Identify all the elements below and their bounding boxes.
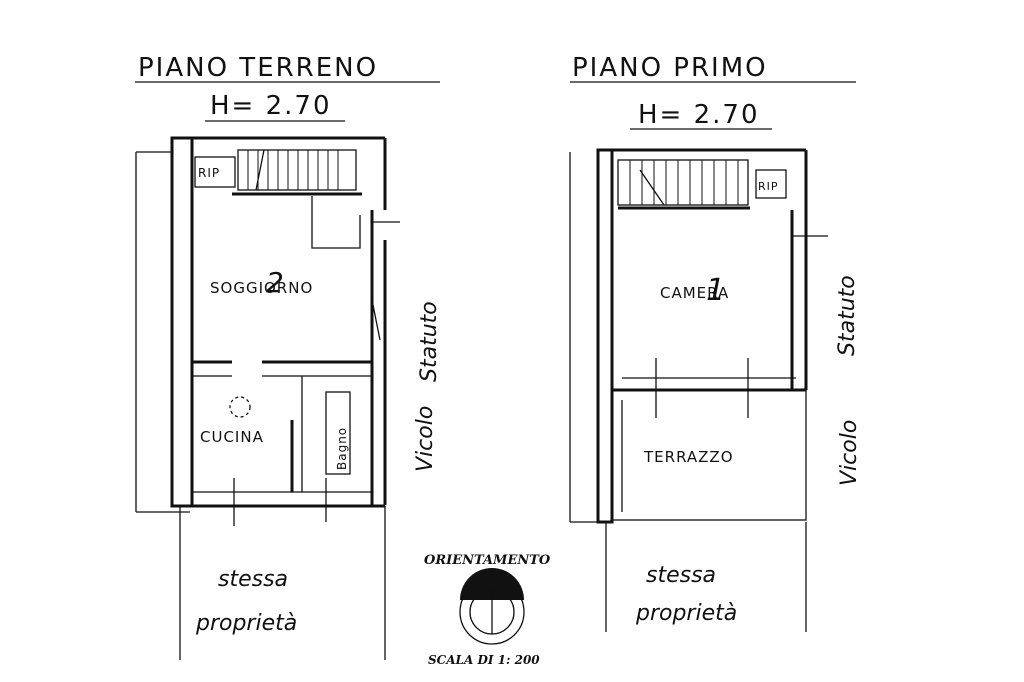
bedroom-label: CAMERA bbox=[660, 284, 729, 302]
bath-label: Bagno bbox=[335, 427, 349, 470]
first-floor-title: PIANO PRIMO bbox=[572, 53, 768, 83]
ground-left-wall bbox=[170, 136, 194, 508]
ground-street-line1: Statuto bbox=[417, 301, 442, 382]
ground-floor-height: H= 2.70 bbox=[210, 91, 332, 121]
terrace-label: TERRAZZO bbox=[643, 448, 734, 466]
ground-below-line1: stessa bbox=[218, 567, 288, 592]
terrace-outline bbox=[611, 389, 807, 521]
north-arrow-icon bbox=[460, 568, 524, 600]
orientation-label: ORIENTAMENTO bbox=[424, 553, 551, 568]
orientation-block: ORIENTAMENTO SCALA DI 1: 200 bbox=[424, 553, 551, 667]
ground-entry-recess bbox=[311, 196, 361, 249]
ground-below-line2: proprietà bbox=[195, 611, 297, 636]
ground-floor-plan: PIANO TERRENO H= 2.70 RIP bbox=[135, 53, 442, 660]
first-floor-plan: PIANO PRIMO H= 2.70 RIP bbox=[569, 53, 862, 632]
first-below-line2: proprietà bbox=[635, 601, 737, 626]
ground-floor-title: PIANO TERRENO bbox=[138, 53, 378, 83]
first-rip-label: RIP bbox=[758, 180, 779, 193]
first-street-line1: Statuto bbox=[835, 275, 860, 356]
ground-street-line2: Vicolo bbox=[413, 406, 438, 472]
kitchen-label: CUCINA bbox=[200, 428, 264, 446]
first-stair bbox=[617, 159, 749, 206]
ground-stair bbox=[237, 149, 357, 191]
living-room-label: SOGGIORNO bbox=[210, 279, 313, 297]
first-stair-arrow bbox=[639, 169, 665, 206]
stair-arrow bbox=[255, 149, 265, 191]
bedroom-number: 1 bbox=[706, 273, 725, 308]
first-street-line2: Vicolo bbox=[837, 420, 862, 486]
first-rip-box bbox=[755, 169, 787, 199]
ground-rip-box bbox=[194, 156, 236, 188]
bath-fixture bbox=[325, 391, 351, 475]
living-room-number: 2 bbox=[266, 266, 284, 299]
scale-label: SCALA DI 1: 200 bbox=[428, 653, 540, 667]
first-left-wall bbox=[596, 148, 614, 524]
ground-rip-label: RIP bbox=[198, 166, 220, 180]
kitchen-hob-symbol bbox=[229, 396, 251, 418]
first-floor-height: H= 2.70 bbox=[638, 100, 760, 130]
first-below-line1: stessa bbox=[646, 563, 716, 588]
